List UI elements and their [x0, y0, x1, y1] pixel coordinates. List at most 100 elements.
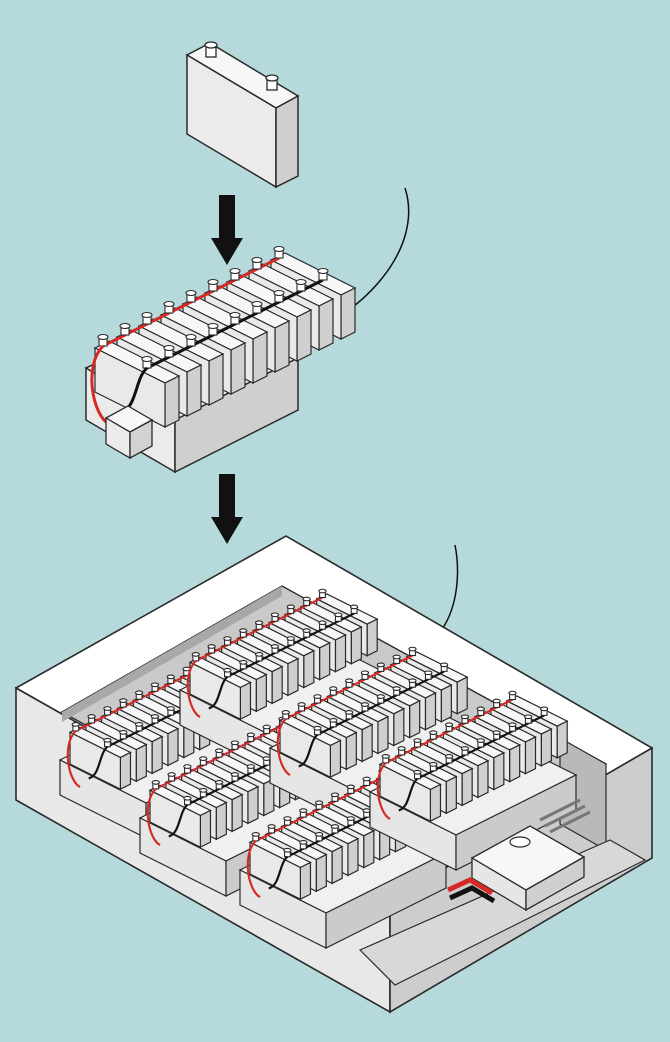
terminal-icon: [199, 756, 208, 766]
terminal-icon: [71, 722, 80, 732]
cell-module: [90, 245, 357, 428]
terminal-icon: [376, 694, 385, 704]
cell-module: [186, 588, 379, 721]
terminal-icon: [103, 737, 112, 748]
terminal-icon: [360, 670, 370, 680]
battery-module: [84, 245, 357, 474]
cell-side: [377, 715, 389, 755]
cell-side: [167, 727, 179, 767]
positive-lead: [90, 344, 110, 426]
terminal-icon: [460, 714, 470, 724]
cell-side: [287, 657, 299, 697]
cell-side: [331, 845, 343, 885]
cell-front: [279, 719, 331, 779]
terminal-icon: [346, 816, 355, 826]
terminal-icon: [214, 780, 224, 790]
terminal-icon: [270, 612, 280, 622]
cell-side: [271, 665, 283, 705]
terminal-icon: [460, 746, 470, 756]
cell-side: [429, 783, 442, 823]
terminal-icon: [185, 289, 197, 303]
arrow-down-icon: [211, 474, 243, 544]
terminal-icon: [344, 678, 354, 688]
terminal-icon: [134, 722, 144, 732]
cell-side: [524, 735, 537, 775]
battery-cell: [68, 726, 132, 791]
terminal-icon: [392, 686, 401, 696]
terminal-icon: [223, 636, 232, 646]
cell-side: [393, 707, 405, 747]
terminal-icon: [302, 628, 311, 638]
positive-lead: [186, 660, 201, 719]
terminal-icon: [167, 772, 176, 782]
terminal-icon: [283, 847, 292, 858]
terminal-icon: [444, 754, 454, 764]
terminal-icon: [286, 636, 295, 646]
terminal-icon: [230, 740, 240, 750]
terminal-icon: [297, 702, 306, 712]
terminal-icon: [141, 311, 153, 325]
terminal-icon: [265, 74, 279, 91]
negative-lead: [268, 855, 289, 890]
cell-front: [249, 841, 301, 901]
terminal-icon: [346, 784, 355, 794]
cell-side: [556, 720, 568, 759]
cell-side: [366, 618, 378, 657]
positive-lead: [376, 762, 391, 821]
terminal-icon: [413, 769, 422, 780]
negative-lead: [298, 733, 319, 768]
terminal-icon: [476, 706, 485, 716]
terminal-icon: [350, 604, 359, 614]
terminal-icon: [183, 795, 192, 806]
terminal-icon: [191, 652, 200, 662]
terminal-icon: [163, 344, 175, 358]
terminal-icon: [302, 596, 311, 606]
terminal-icon: [299, 839, 308, 850]
terminal-icon: [424, 670, 433, 680]
cell-side: [424, 691, 437, 731]
terminal-icon: [397, 746, 406, 756]
terminal-icon: [286, 604, 295, 614]
terminal-icon: [508, 722, 517, 732]
battery-cell: [278, 714, 342, 779]
cell-side: [199, 809, 212, 849]
terminal-icon: [318, 620, 327, 630]
positive-lead: [66, 730, 81, 789]
cell-side: [119, 751, 132, 791]
positive-lead: [146, 788, 161, 847]
terminal-icon: [251, 832, 260, 842]
battery-cell: [188, 656, 252, 721]
terminal-icon: [267, 824, 276, 834]
cell-side: [409, 699, 421, 739]
terminal-icon: [239, 659, 248, 670]
terminal-icon: [239, 628, 248, 638]
cell-side: [329, 739, 342, 779]
cell-side: [350, 626, 362, 665]
cell-module: [376, 690, 569, 823]
cell-front: [69, 731, 122, 791]
cell-side: [334, 633, 347, 673]
cell-side: [255, 673, 267, 713]
cell-side: [456, 676, 468, 715]
cell-front: [189, 661, 241, 721]
cell-side: [318, 298, 334, 351]
terminal-icon: [183, 764, 192, 774]
terminal-icon: [223, 667, 232, 678]
terminal-icon: [150, 682, 160, 692]
terminal-icon: [119, 322, 131, 336]
single-battery-cell: [185, 41, 300, 189]
terminal-icon: [440, 662, 449, 672]
module-cell-stack: [90, 245, 357, 428]
terminal-icon: [199, 787, 208, 798]
terminal-icon: [246, 732, 255, 742]
terminal-icon: [166, 674, 175, 684]
terminal-icon: [270, 644, 280, 654]
cell-side: [186, 364, 202, 417]
cell-side: [361, 723, 373, 763]
cell-side: [461, 767, 473, 807]
pack-output-cable: [448, 885, 496, 904]
terminal-icon: [334, 612, 343, 622]
negative-lead: [398, 777, 419, 812]
tray-side: [325, 852, 447, 949]
terminal-icon: [119, 698, 128, 708]
